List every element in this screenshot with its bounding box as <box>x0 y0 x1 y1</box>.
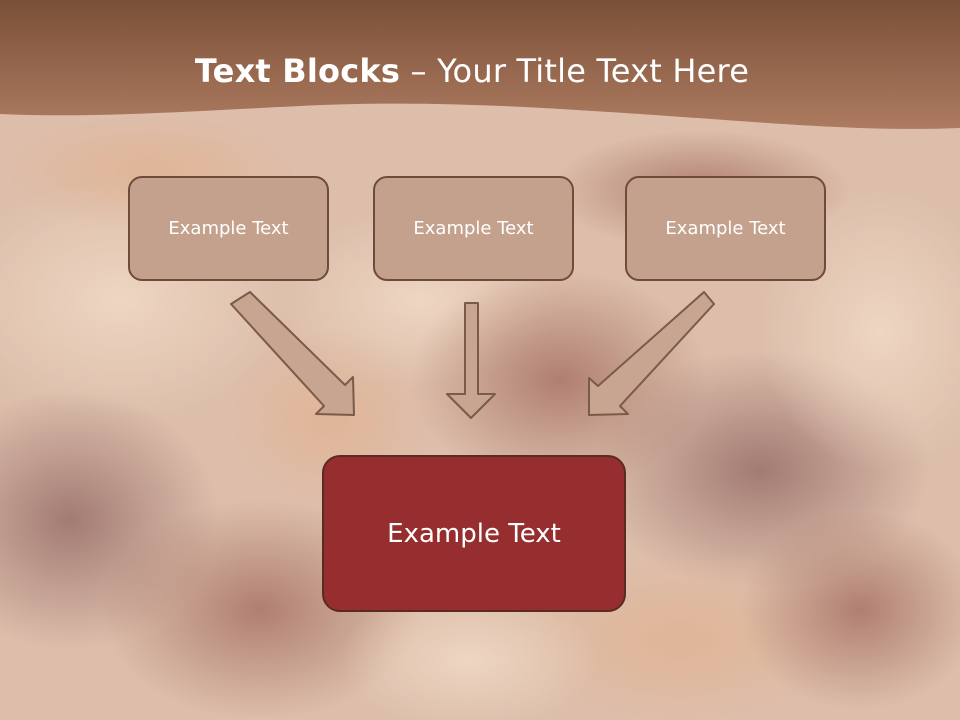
main-text-block-label: Example Text <box>387 518 561 549</box>
text-block-3: Example Text <box>625 176 826 281</box>
title-bold: Text Blocks <box>194 52 401 90</box>
arrow-right <box>588 291 715 416</box>
title-rest: Your Title Text Here <box>437 52 750 90</box>
text-block-1-label: Example Text <box>168 218 289 239</box>
text-block-1: Example Text <box>128 176 329 281</box>
title-separator: – <box>400 52 438 90</box>
text-block-2: Example Text <box>373 176 574 281</box>
main-text-block: Example Text <box>322 455 626 612</box>
text-block-2-label: Example Text <box>413 218 534 239</box>
slide-title: Text Blocks – Your Title Text Here <box>0 52 944 90</box>
arrow-center <box>446 302 496 419</box>
text-block-3-label: Example Text <box>665 218 786 239</box>
arrow-left <box>230 291 355 416</box>
